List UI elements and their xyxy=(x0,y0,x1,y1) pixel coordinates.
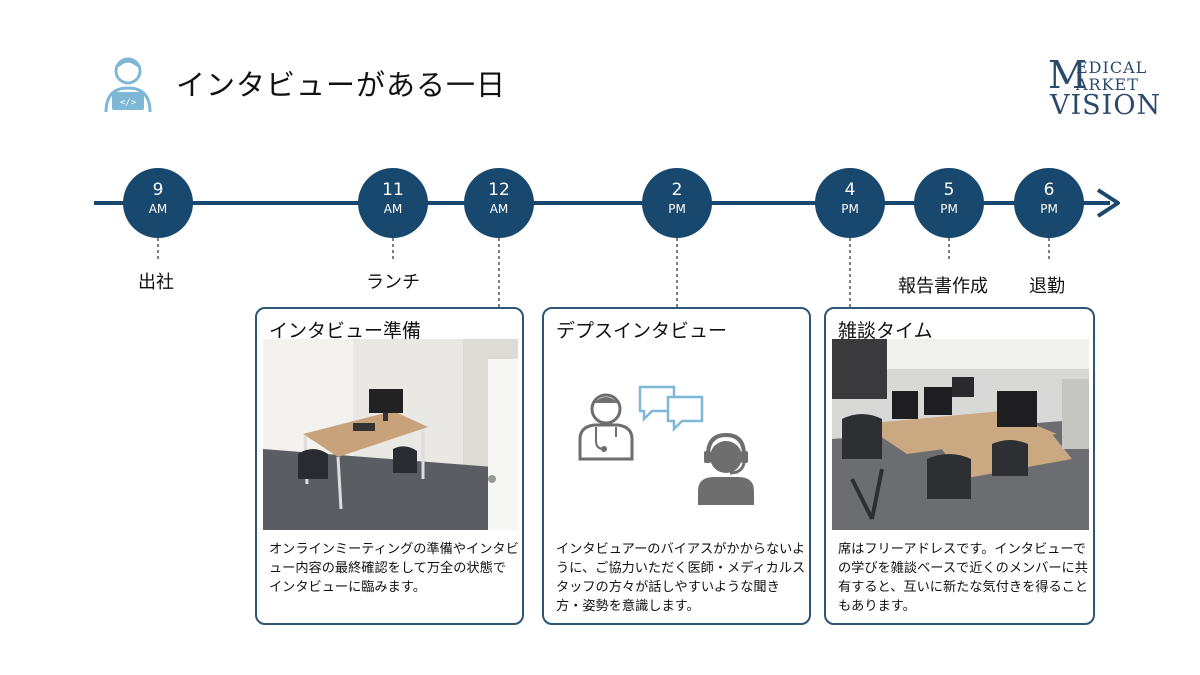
card-interview-prep: インタビュー準備 オンラインミーティングの準備やインタビュー内容の最終確認をして… xyxy=(255,307,524,625)
event-label-leave: 退勤 xyxy=(1029,276,1065,297)
card-depth-interview: デプスインタビュー インタビ xyxy=(542,307,811,625)
card-title: 雑談タイム xyxy=(838,320,933,342)
page-title: インタビューがある一日 xyxy=(176,68,507,102)
interview-illustration xyxy=(574,377,774,507)
meeting-room-photo xyxy=(263,339,518,530)
card-title: インタビュー準備 xyxy=(269,320,422,342)
card-description: オンラインミーティングの準備やインタビュー内容の最終確認をして万全の状態でインタ… xyxy=(269,542,519,595)
card-description: 席はフリーアドレスです。インタビューでの学びを雑談ベースで近くのメンバーに共有す… xyxy=(838,542,1089,614)
person-laptop-icon: </> xyxy=(100,54,156,114)
event-label-report: 報告書作成 xyxy=(898,276,988,297)
event-label-lunch: ランチ xyxy=(366,272,420,293)
doctor-icon xyxy=(578,393,634,461)
event-label-arrival: 出社 xyxy=(138,272,174,293)
card-description: インタビュアーのバイアスがかからないように、ご協力いただく医師・メディカルスタッ… xyxy=(556,542,806,614)
arrow-right-icon xyxy=(1096,188,1120,218)
chat-bubbles-icon xyxy=(638,385,704,433)
company-logo: M EDICAL ARKET VISION xyxy=(1048,53,1162,121)
card-chat-time: 雑談タイム 席はフリーアドレスです。インタビューでの学びを雑談ベースで近くのメン… xyxy=(824,307,1095,625)
headset-operator-icon xyxy=(698,432,754,505)
svg-text:</>: </> xyxy=(120,98,137,108)
office-photo xyxy=(832,339,1089,530)
card-title: デプスインタビュー xyxy=(556,320,728,342)
